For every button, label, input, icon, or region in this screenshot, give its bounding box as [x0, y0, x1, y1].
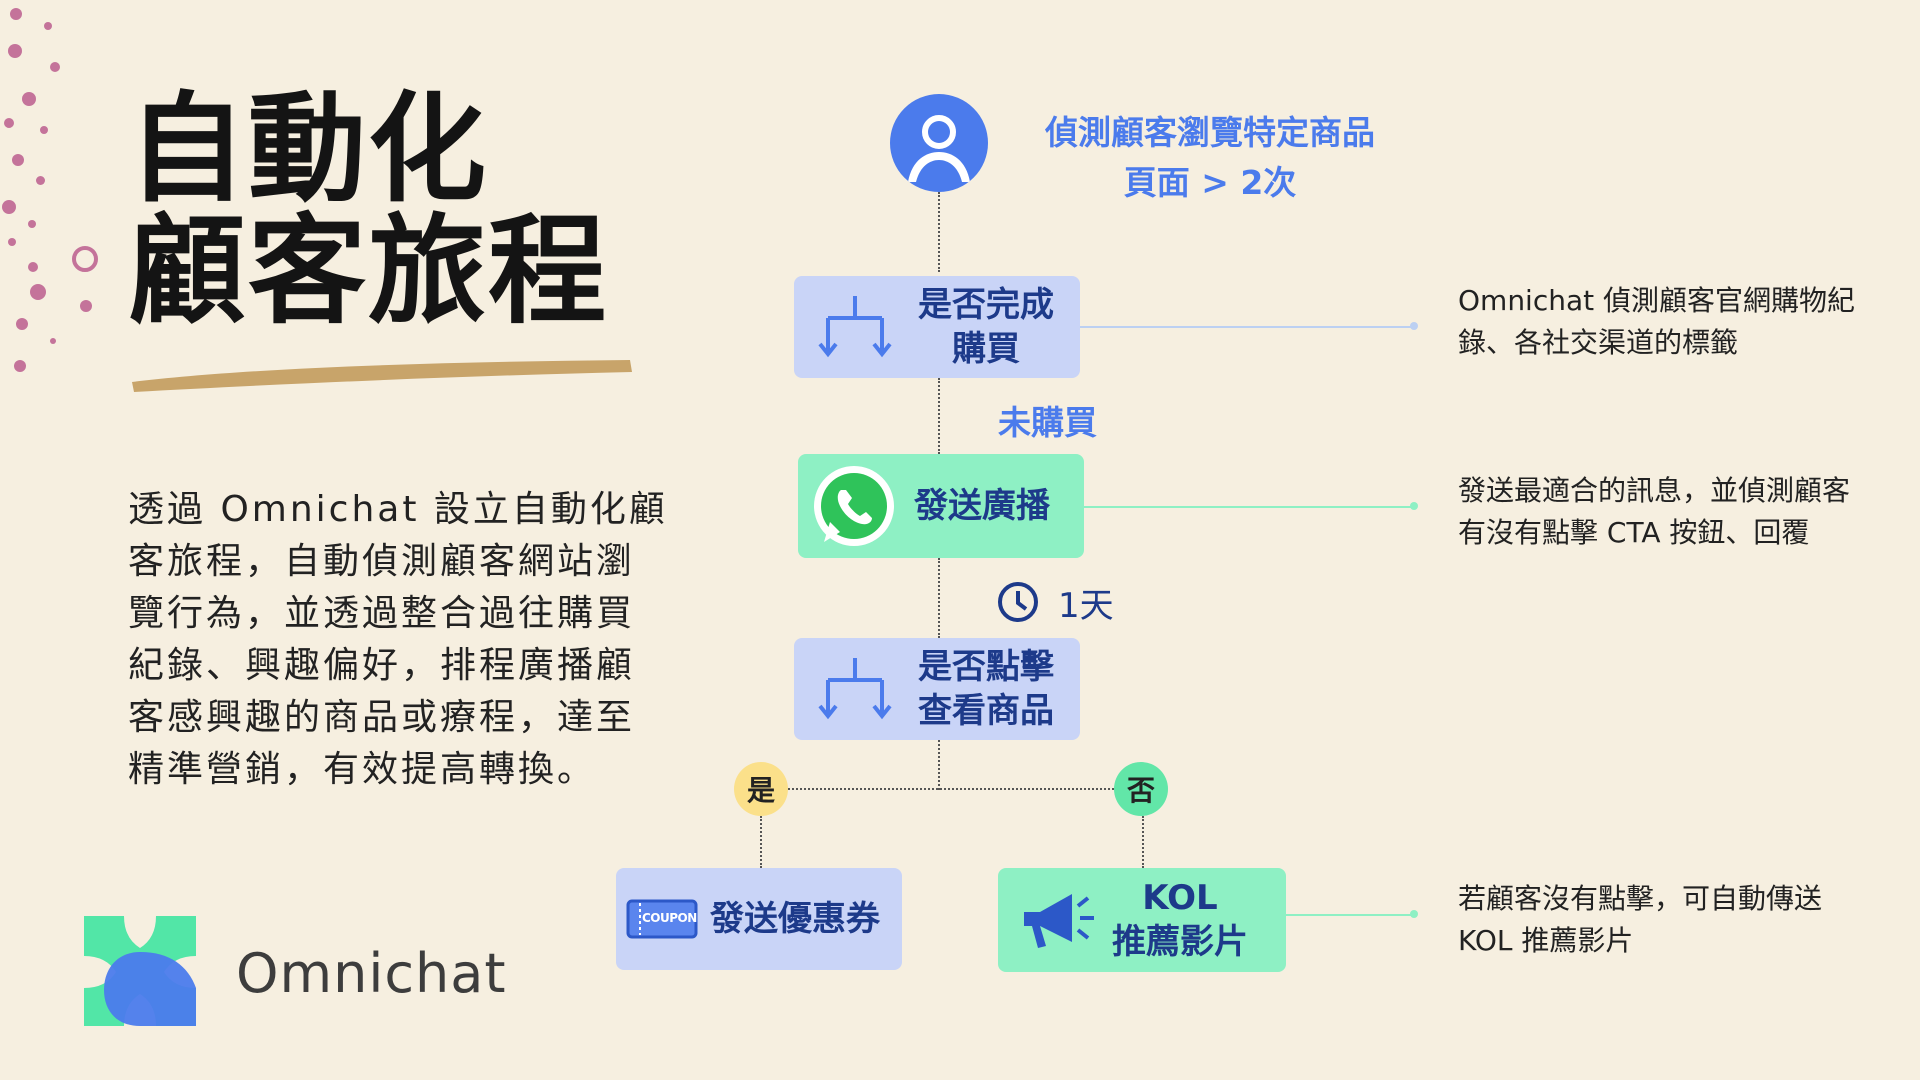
title-line-1: 自動化: [128, 80, 489, 218]
decision1-line-1: 是否完成: [918, 285, 1054, 325]
decision-click-node: 是否點擊 查看商品: [794, 638, 1080, 740]
yes-badge: 是: [734, 762, 788, 816]
decision2-line-1: 是否點擊: [918, 647, 1054, 687]
note-broadcast: 發送最適合的訊息，並偵測顧客 有沒有點擊 CTA 按鈕、回覆: [1458, 470, 1898, 554]
megaphone-icon: [1024, 894, 1094, 948]
note-connector: [1286, 914, 1414, 916]
note-purchase-detection: Omnichat 偵測顧客官網購物紀 錄、各社交渠道的標籤: [1458, 280, 1898, 364]
flow-branch-line: [788, 788, 1114, 790]
description-text: 透過 Omnichat 設立自動化顧客旅程，自動偵測顧客網站瀏覽行為，並透過整合…: [128, 489, 668, 790]
note-connector-end: [1410, 910, 1418, 918]
flow-line: [938, 378, 940, 454]
note-kol: 若顧客沒有點擊，可自動傳送 KOL 推薦影片: [1458, 878, 1898, 962]
split-arrow-icon: [818, 296, 892, 358]
flow-line: [938, 192, 940, 272]
coupon-icon: COUPON: [626, 899, 698, 939]
kol-line-1: KOL: [1142, 878, 1218, 918]
title-line-2: 顧客旅程: [128, 202, 609, 340]
split-arrow-icon: [818, 658, 892, 720]
flow-line: [938, 740, 940, 790]
omnichat-logo-icon: [84, 916, 196, 1026]
note2-line-1: 發送最適合的訊息，並偵測顧客: [1458, 474, 1851, 507]
decision1-line-2: 購買: [952, 329, 1020, 369]
coupon-icon-text: COUPON: [642, 911, 697, 925]
delay-label: 1天: [1058, 586, 1114, 626]
decision-purchase-node: 是否完成 購買: [794, 276, 1080, 378]
whatsapp-icon: [814, 466, 894, 546]
note3-line-1: 若顧客沒有點擊，可自動傳送: [1458, 882, 1823, 915]
page-title: 自動化 顧客旅程: [128, 88, 608, 332]
note2-line-2: 有沒有點擊 CTA 按鈕、回覆: [1458, 516, 1810, 549]
note-connector: [1080, 326, 1414, 328]
flow-line: [1142, 816, 1144, 868]
trigger-label: 偵測顧客瀏覽特定商品 頁面 > 2次: [1010, 108, 1410, 208]
no-badge: 否: [1114, 762, 1168, 816]
broadcast-label: 發送廣播: [914, 486, 1050, 526]
kol-node: KOL 推薦影片: [998, 868, 1286, 972]
user-avatar-icon: [890, 94, 988, 192]
brush-underline: [132, 360, 632, 392]
broadcast-node: 發送廣播: [798, 454, 1084, 558]
note-connector-end: [1410, 502, 1418, 510]
omnichat-wordmark: Omnichat: [236, 942, 507, 1005]
flow-line: [938, 558, 940, 638]
coupon-node: COUPON 發送優惠券: [616, 868, 902, 970]
coupon-label: 發送優惠券: [710, 899, 880, 939]
not-purchased-label: 未購買: [998, 403, 1097, 442]
note3-line-2: KOL 推薦影片: [1458, 924, 1634, 957]
trigger-line-2: 頁面 > 2次: [1123, 163, 1297, 202]
clock-icon: [998, 582, 1038, 622]
note-connector-end: [1410, 322, 1418, 330]
decision2-line-2: 查看商品: [918, 691, 1054, 731]
trigger-line-1: 偵測顧客瀏覽特定商品: [1045, 113, 1375, 152]
note1-line-1: Omnichat 偵測顧客官網購物紀: [1458, 284, 1856, 317]
kol-line-2: 推薦影片: [1112, 922, 1248, 962]
note-connector: [1084, 506, 1414, 508]
flow-line: [760, 816, 762, 868]
note1-line-2: 錄、各社交渠道的標籤: [1458, 326, 1739, 359]
